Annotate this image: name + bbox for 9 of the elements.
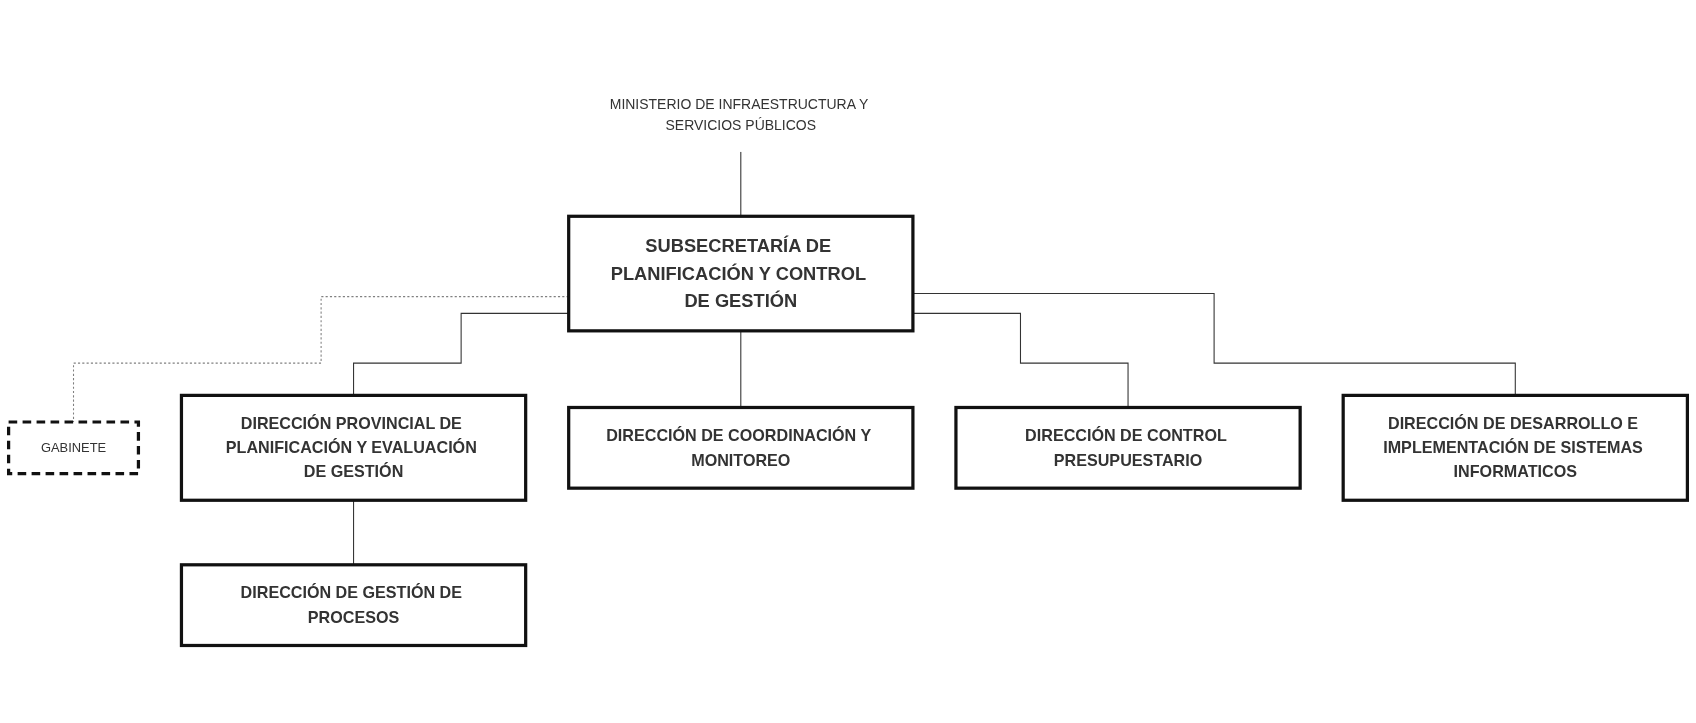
node-box: SUBSECRETARÍA DE PLANIFICACIÓN Y CONTROL DE GESTIÓN (567, 214, 915, 333)
node-box: DIRECCIÓN PROVINCIAL DE PLANIFICACIÓN Y EVALUACIÓN DE GESTIÓN (179, 393, 528, 502)
node-box: DIRECCIÓN DE GESTIÓN DE PROCESOS (179, 563, 528, 648)
node-box: DIRECCIÓN DE COORDINACIÓN Y MONITOREO (567, 405, 915, 490)
node-text: MINISTERIO DE INFRAESTRUCTURA Y SERVICIOS PÚBLICOS (609, 95, 868, 133)
node-box: GABINETE (7, 420, 141, 476)
node-box: DIRECCIÓN DE CONTROL PRESUPUESTARIO (954, 405, 1302, 490)
connector (740, 151, 742, 217)
node-box: DIRECCIÓN DE DESARROLLO E IMPLEMENTACIÓN DE SISTEMAS INFORMATICOS (1341, 393, 1689, 502)
